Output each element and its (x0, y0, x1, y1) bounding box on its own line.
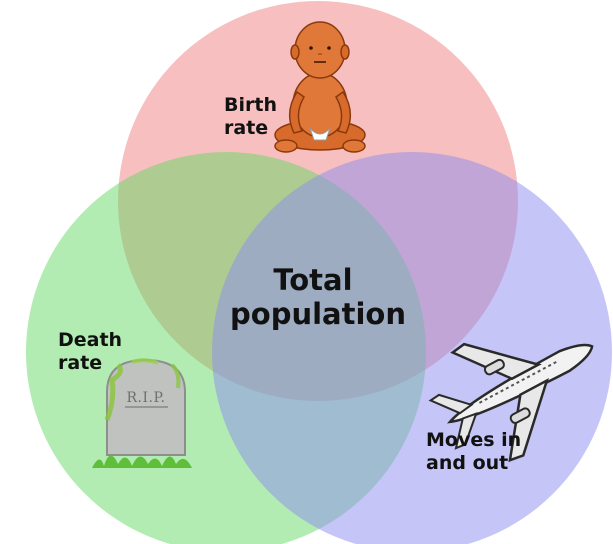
death-rate-label-line1: Death (58, 329, 122, 351)
moves-label: Moves in and out (426, 429, 528, 474)
death-rate-label: Death rate (58, 329, 129, 374)
birth-rate-label-line1: Birth (224, 94, 277, 116)
center-label-line1: Total (273, 263, 352, 297)
tombstone-icon: R.I.P. (92, 358, 192, 468)
moves-label-line1: Moves in (426, 429, 521, 451)
moves-circle (212, 152, 612, 544)
moves-label-line2: and out (426, 452, 508, 474)
venn-circles (26, 1, 612, 544)
death-rate-label-line2: rate (58, 352, 102, 374)
total-population-label: Total population (230, 263, 406, 331)
airplane-icon (428, 342, 594, 463)
baby-icon (274, 21, 366, 153)
birth-rate-label: Birth rate (224, 94, 284, 139)
birth-rate-label-line2: rate (224, 117, 268, 139)
center-label-line2: population (230, 297, 406, 331)
tombstone-text: R.I.P. (126, 390, 165, 406)
